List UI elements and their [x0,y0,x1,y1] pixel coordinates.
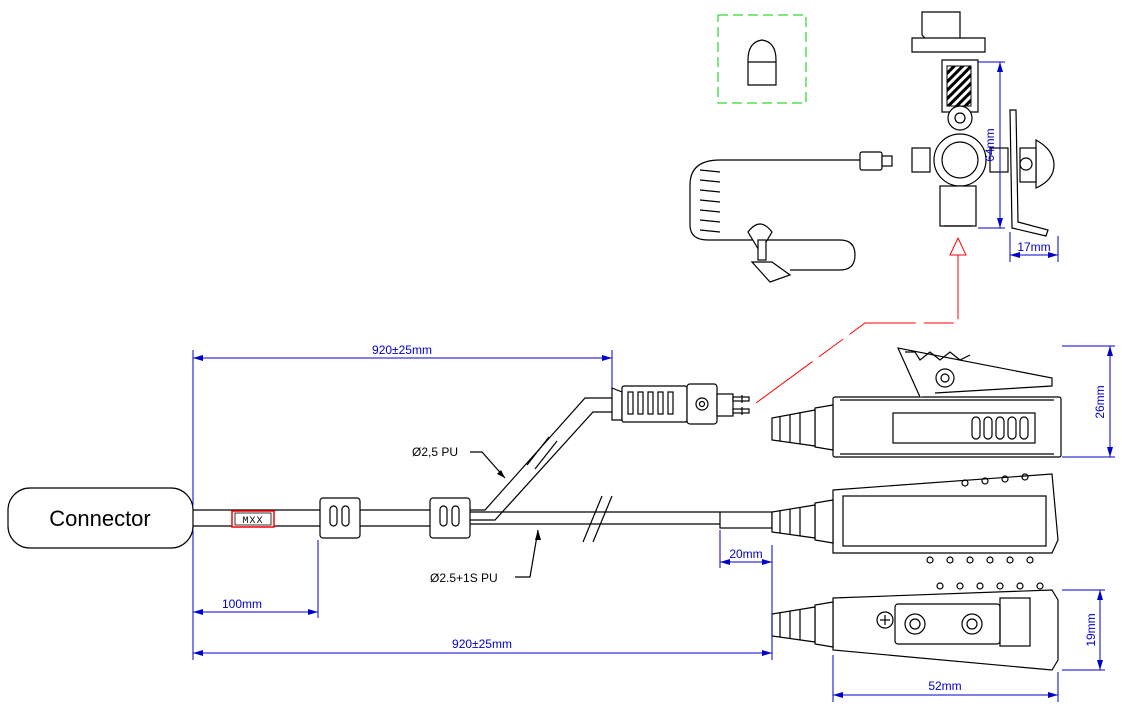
coiled-cable-earpiece [689,151,893,283]
ptt-side-view [771,347,1062,458]
dim-cable-top-label: 920±25mm [372,343,432,357]
mxx-label-text: MXX [242,516,263,527]
cable-label-upper: Ø2,5 PU [412,445,506,479]
dim-mic-depth-label: 17mm [1017,240,1050,254]
dim-mic-height: 64mm [978,61,1005,229]
dim-mic-height-label: 64mm [983,128,997,161]
connector-label: Connector [49,506,151,531]
dim-ptt-width-label: 52mm [928,679,961,693]
dim-cable-bottom-label: 920±25mm [452,637,512,651]
mic-side-view [1009,109,1055,237]
dim-ptt-height-label: 26mm [1093,385,1107,418]
dim-plug-length: 20mm [719,530,772,568]
dim-mic-depth: 17mm [1009,232,1059,262]
main-cable [193,509,430,527]
cable-label-lower: Ø2.5+1S PU [430,529,541,585]
cable-splitter-1 [319,497,361,539]
dim-ptt-height: 26mm [1062,345,1115,458]
dim-cable-top: 920±25mm [192,343,613,505]
mxx-label-box: MXX [231,510,275,528]
dim-cable-bottom: 920±25mm [193,545,773,660]
connector: Connector [7,487,194,549]
dim-plug-length-label: 20mm [729,547,762,561]
mic-front-view [911,11,1009,227]
dim-split-offset: 100mm [192,530,319,660]
dim-ptt-thickness: 19mm [1062,589,1105,671]
dim-ptt-thickness-label: 19mm [1084,613,1098,646]
upper-branch-cable [470,397,612,521]
cable-label-upper-text: Ø2,5 PU [412,445,458,459]
cable-label-lower-text: Ø2.5+1S PU [430,571,498,585]
eartip-frame [717,14,807,104]
ptt-back-view [771,582,1059,671]
cable-splitter-2 [429,497,471,539]
lower-branch-cable [470,495,773,543]
ptt-front-view [771,473,1059,564]
red-arrow-head [949,236,967,256]
dim-ptt-width: 52mm [832,655,1059,702]
red-leader-line [755,238,959,404]
dim-split-offset-label: 100mm [222,597,262,611]
plug-2-5mm [611,383,750,425]
